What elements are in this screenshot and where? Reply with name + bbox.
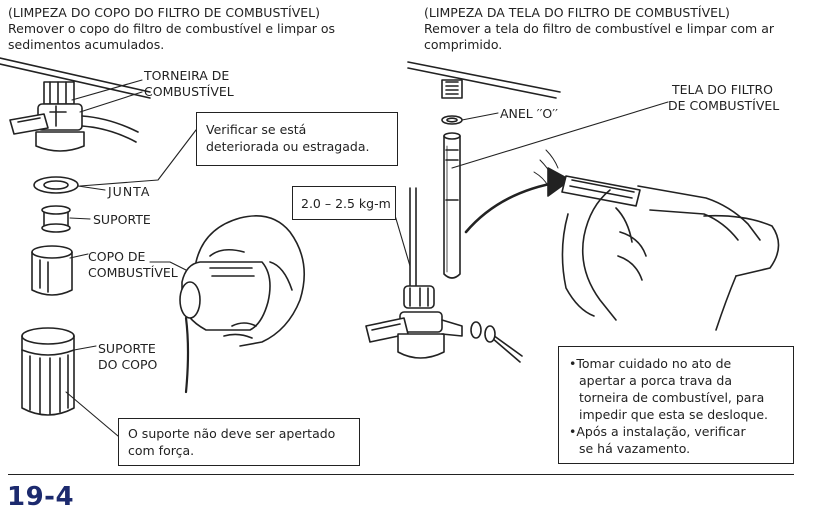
torque-value: 2.0 – 2.5 kg-m bbox=[301, 196, 391, 211]
page-number: 19-4 bbox=[7, 482, 75, 512]
torque-spec-box: 2.0 – 2.5 kg-m bbox=[292, 186, 396, 220]
caution-line4: impedir que esta se desloque. bbox=[579, 407, 769, 422]
fuel-cup-drawing bbox=[31, 245, 73, 296]
leader-lines-left bbox=[65, 79, 197, 437]
caution-line5: •Após a instalação, verificar bbox=[569, 424, 746, 439]
label-fuel-cup-line1: COPO DE bbox=[88, 249, 146, 264]
note-support-line1: O suporte não deve ser apertado bbox=[128, 426, 336, 441]
direction-arrow bbox=[464, 167, 571, 234]
note-support-line2: com força. bbox=[128, 443, 195, 458]
right-heading: (LIMPEZA DA TELA DO FILTRO DE COMBUSTÍVE… bbox=[424, 5, 730, 20]
label-fuel-valve-line1: TORNEIRA DE bbox=[144, 68, 230, 83]
right-instruction-line1: Remover a tela do filtro de combustível … bbox=[424, 21, 774, 36]
label-cup-support-line1: SUPORTE bbox=[98, 341, 156, 356]
note-check-gasket: Verificar se está deteriorada ou estraga… bbox=[196, 112, 398, 166]
left-heading: (LIMPEZA DO COPO DO FILTRO DE COMBUSTÍVE… bbox=[8, 5, 320, 20]
caution-line6: se há vazamento. bbox=[579, 441, 691, 456]
frame-nipple-drawing bbox=[407, 61, 561, 99]
label-fuel-valve-line2: COMBUSTÍVEL bbox=[144, 84, 234, 99]
fuel-valve-drawing bbox=[0, 57, 151, 152]
label-filter-screen-line2: DE COMBUSTÍVEL bbox=[668, 98, 780, 113]
label-fuel-cup-line2: COMBUSTÍVEL bbox=[88, 265, 178, 280]
leader-lines-right bbox=[393, 101, 669, 267]
o-ring-drawing bbox=[441, 115, 463, 125]
cup-support-drawing bbox=[21, 327, 75, 416]
note-support-tightening: O suporte não deve ser apertado com forç… bbox=[118, 418, 360, 466]
caution-line3: torneira de combustível, para bbox=[579, 390, 765, 405]
left-instruction-line2: sedimentos acumulados. bbox=[8, 37, 165, 52]
caution-line1: •Tomar cuidado no ato de bbox=[569, 356, 732, 371]
footer-divider bbox=[8, 474, 794, 475]
label-gasket: JUNTA bbox=[108, 184, 151, 199]
filter-screen-drawing bbox=[443, 132, 461, 279]
caution-line2: apertar a porca trava da bbox=[579, 373, 733, 388]
air-gun-hand-drawing bbox=[533, 149, 780, 331]
label-cup-support-line2: DO COPO bbox=[98, 357, 158, 372]
right-instruction-line2: comprimido. bbox=[424, 37, 503, 52]
caution-note: •Tomar cuidado no ato de apertar a porca… bbox=[558, 346, 794, 464]
support-drawing bbox=[41, 205, 71, 233]
gasket-drawing bbox=[33, 176, 79, 194]
hand-pouring-drawing bbox=[179, 215, 306, 394]
note-check-line1: Verificar se está bbox=[206, 122, 307, 137]
label-o-ring: ANEL ′′O′′ bbox=[500, 106, 558, 121]
valve-assembly-drawing bbox=[365, 187, 523, 363]
left-instruction-line1: Remover o copo do filtro de combustível … bbox=[8, 21, 336, 36]
label-support: SUPORTE bbox=[93, 212, 151, 227]
note-check-line2: deteriorada ou estragada. bbox=[206, 139, 370, 154]
label-filter-screen-line1: TELA DO FILTRO bbox=[672, 82, 774, 97]
